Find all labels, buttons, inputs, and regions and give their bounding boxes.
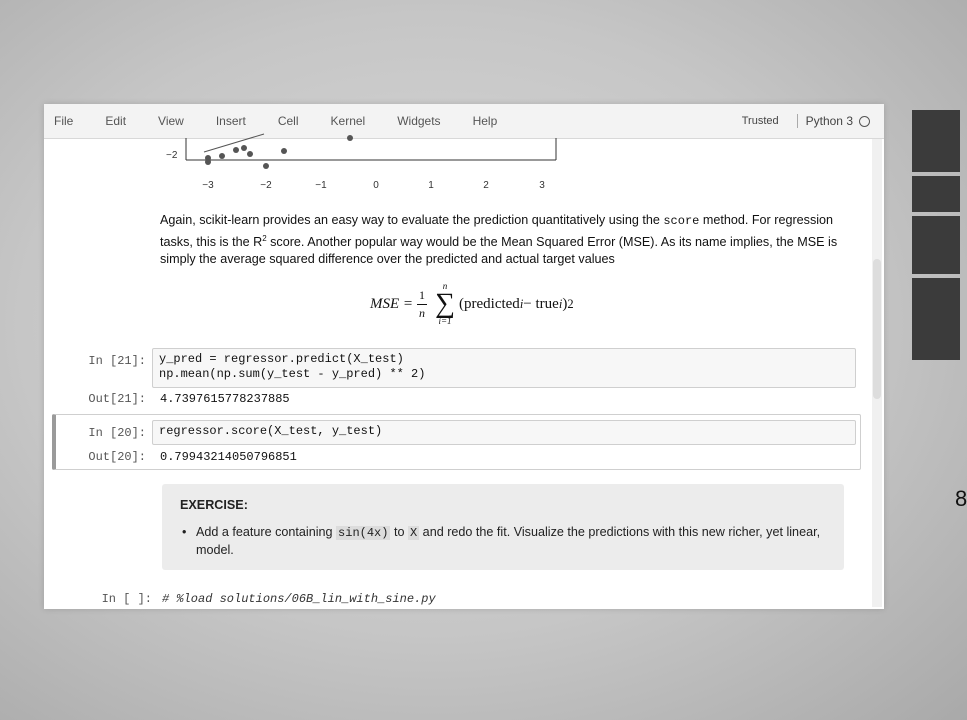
y-tick-label: −2 — [166, 150, 178, 161]
data-point — [347, 135, 353, 141]
code-input[interactable]: # %load solutions/06B_lin_with_sine.py — [162, 592, 436, 606]
menu-help[interactable]: Help — [472, 114, 498, 128]
exercise-title: EXERCISE: — [180, 498, 248, 512]
summation-icon: n ∑ i=1 — [435, 281, 455, 326]
x-tick-label: 3 — [539, 180, 545, 191]
exercise-box: EXERCISE: • Add a feature containing sin… — [162, 484, 844, 570]
markdown-cell: Again, scikit-learn provides an easy way… — [160, 213, 838, 267]
output-prompt: Out[21]: — [88, 392, 146, 406]
menu-kernel[interactable]: Kernel — [330, 114, 366, 128]
notebook-window: File Edit View Insert Cell Kernel Widget… — [44, 104, 884, 609]
code-input[interactable]: y_pred = regressor.predict(X_test) np.me… — [152, 348, 856, 388]
kernel-name: Python 3 — [796, 114, 853, 128]
x-tick-label: −3 — [202, 180, 214, 191]
menu-widgets[interactable]: Widgets — [397, 114, 441, 128]
data-point — [219, 153, 225, 159]
scroll-thumb[interactable] — [873, 259, 881, 399]
data-point — [263, 163, 269, 169]
code-input[interactable]: regressor.score(X_test, y_test) — [152, 420, 856, 445]
background-panel — [912, 176, 960, 212]
data-point — [205, 159, 211, 165]
x-tick-label: 0 — [373, 180, 379, 191]
inline-code-score: score — [663, 214, 700, 228]
menu-insert[interactable]: Insert — [215, 114, 246, 128]
fraction: 1 n — [417, 287, 428, 320]
x-tick-label: 2 — [483, 180, 489, 191]
data-point — [241, 145, 247, 151]
exercise-text: • Add a feature containing sin(4x) to X … — [182, 525, 821, 557]
background-panel — [912, 216, 960, 274]
data-point — [281, 148, 287, 154]
menu-view[interactable]: View — [158, 114, 184, 128]
menu-cell[interactable]: Cell — [277, 114, 299, 128]
trusted-indicator[interactable]: Trusted — [741, 115, 779, 127]
cell-output: 0.79943214050796851 — [160, 450, 297, 464]
menu-file[interactable]: File — [54, 114, 74, 128]
input-prompt: In [21]: — [88, 354, 146, 368]
background-panel — [912, 278, 960, 360]
output-prompt: Out[20]: — [88, 450, 146, 464]
bullet-icon: • — [182, 525, 187, 539]
x-tick-label: −1 — [315, 180, 327, 191]
background-glyph: 8 — [955, 486, 967, 511]
kernel-status-icon — [859, 115, 870, 127]
input-prompt: In [20]: — [88, 426, 146, 440]
data-point — [247, 151, 253, 157]
scatter-plot: −2 −3 −2 −1 0 1 2 3 — [166, 133, 557, 191]
fit-line — [203, 133, 265, 153]
input-prompt: In [ ]: — [101, 592, 152, 606]
data-point — [233, 147, 239, 153]
menu-edit[interactable]: Edit — [105, 114, 127, 128]
x-tick-label: 1 — [428, 180, 434, 191]
menubar: File Edit View Insert Cell Kernel Widget… — [44, 104, 884, 139]
background-panel — [912, 110, 960, 172]
cell-output: 4.7397615778237885 — [160, 392, 290, 406]
x-tick-label: −2 — [260, 180, 272, 191]
scrollbar[interactable] — [872, 139, 882, 607]
